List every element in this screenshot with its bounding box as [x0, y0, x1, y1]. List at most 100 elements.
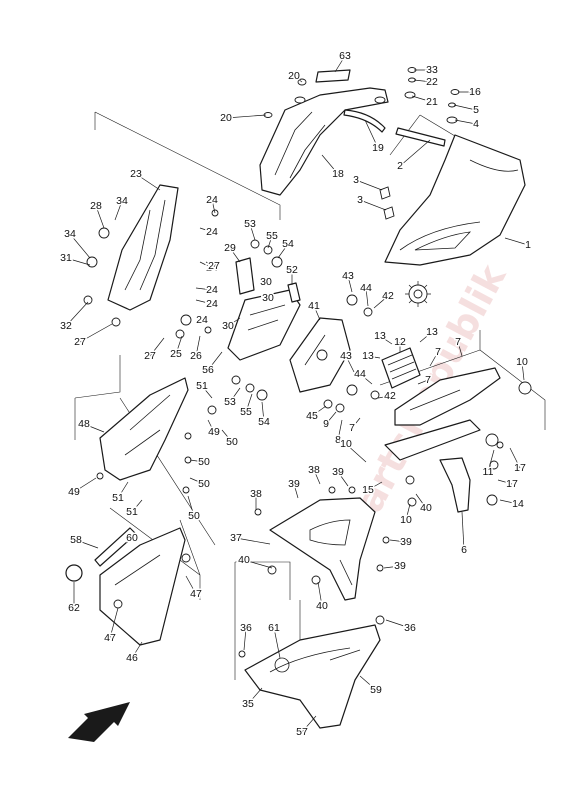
callout-label-59[interactable]: 59 [369, 682, 384, 697]
callout-label-57[interactable]: 57 [295, 724, 310, 739]
trim-strip-part-19[interactable] [343, 109, 386, 133]
callout-label-12[interactable]: 12 [393, 334, 408, 349]
callout-label-50c[interactable]: 50 [197, 476, 212, 491]
callout-label-17b[interactable]: 17 [505, 476, 520, 491]
callout-label-40c[interactable]: 40 [315, 598, 330, 613]
callout-label-25[interactable]: 25 [169, 346, 184, 361]
inner-panel-part-23[interactable] [107, 184, 179, 311]
callout-label-15[interactable]: 15 [361, 482, 376, 497]
callout-label-17a[interactable]: 17 [513, 460, 528, 475]
callout-label-14[interactable]: 14 [511, 496, 526, 511]
callout-label-6[interactable]: 6 [460, 542, 469, 557]
callout-label-24c[interactable]: 24 [205, 260, 220, 275]
callout-label-13a[interactable]: 13 [425, 324, 440, 339]
callout-label-27b[interactable]: 27 [73, 334, 88, 349]
callout-label-48[interactable]: 48 [77, 416, 92, 431]
callout-label-36b[interactable]: 36 [403, 620, 418, 635]
spring-part-29[interactable] [235, 257, 255, 295]
callout-label-44a[interactable]: 44 [359, 280, 374, 295]
callout-label-54a[interactable]: 54 [281, 236, 296, 251]
emblem-part-62[interactable] [65, 564, 83, 582]
callout-label-16[interactable]: 16 [468, 84, 483, 99]
label-decal-part-63[interactable] [315, 69, 351, 83]
callout-label-8[interactable]: 8 [334, 432, 343, 447]
callout-label-10a[interactable]: 10 [515, 354, 530, 369]
grommet-part-3b[interactable] [383, 206, 395, 220]
callout-label-20b[interactable]: 20 [219, 110, 234, 125]
upper-cowl-part-18[interactable] [259, 87, 389, 196]
callout-label-23[interactable]: 23 [129, 166, 144, 181]
grommet-part-3a[interactable] [379, 186, 391, 200]
callout-label-7a[interactable]: 7 [454, 334, 463, 349]
callout-label-7d[interactable]: 7 [348, 420, 357, 435]
callout-label-50a[interactable]: 50 [225, 434, 240, 449]
callout-label-27c[interactable]: 27 [143, 348, 158, 363]
callout-label-43b[interactable]: 43 [339, 348, 354, 363]
callout-label-40a[interactable]: 40 [419, 500, 434, 515]
callout-label-50d[interactable]: 50 [187, 508, 202, 523]
callout-label-2[interactable]: 2 [396, 158, 405, 173]
callout-label-39c[interactable]: 39 [399, 534, 414, 549]
callout-label-24d[interactable]: 24 [205, 282, 220, 297]
callout-label-4[interactable]: 4 [472, 116, 481, 131]
callout-label-24b[interactable]: 24 [205, 224, 220, 239]
callout-label-37[interactable]: 37 [229, 530, 244, 545]
callout-label-39b[interactable]: 39 [287, 476, 302, 491]
callout-label-56[interactable]: 56 [201, 362, 216, 377]
callout-label-31[interactable]: 31 [59, 250, 74, 265]
meter-bracket-part-41[interactable] [289, 317, 351, 393]
callout-label-29[interactable]: 29 [223, 240, 238, 255]
callout-label-47b[interactable]: 47 [103, 630, 118, 645]
callout-label-51b[interactable]: 51 [111, 490, 126, 505]
callout-label-28[interactable]: 28 [89, 198, 104, 213]
callout-label-30a[interactable]: 30 [259, 274, 274, 289]
side-cowl-part-37[interactable] [269, 497, 376, 601]
decal-part-58[interactable] [94, 527, 137, 567]
callout-label-50b[interactable]: 50 [197, 454, 212, 469]
callout-label-54b[interactable]: 54 [257, 414, 272, 429]
callout-label-45[interactable]: 45 [305, 408, 320, 423]
callout-label-41[interactable]: 41 [307, 298, 322, 313]
callout-label-51a[interactable]: 51 [195, 378, 210, 393]
callout-label-44b[interactable]: 44 [353, 366, 368, 381]
callout-label-24a[interactable]: 24 [205, 192, 220, 207]
callout-label-26[interactable]: 26 [189, 348, 204, 363]
callout-label-21[interactable]: 21 [425, 94, 440, 109]
callout-label-58[interactable]: 58 [69, 532, 84, 547]
callout-label-42b[interactable]: 42 [383, 388, 398, 403]
callout-label-52[interactable]: 52 [285, 262, 300, 277]
stay-part-52[interactable] [287, 282, 301, 303]
callout-label-40b[interactable]: 40 [237, 552, 252, 567]
callout-label-30b[interactable]: 30 [261, 290, 276, 305]
callout-label-39a[interactable]: 39 [331, 464, 346, 479]
callout-label-61[interactable]: 61 [267, 620, 282, 635]
front-fairing-part-1[interactable] [384, 134, 526, 266]
callout-label-11[interactable]: 11 [481, 464, 495, 479]
callout-label-51c[interactable]: 51 [125, 504, 140, 519]
callout-label-55b[interactable]: 55 [239, 404, 254, 419]
callout-label-36a[interactable]: 36 [239, 620, 254, 635]
callout-label-39d[interactable]: 39 [393, 558, 408, 573]
callout-label-55a[interactable]: 55 [265, 228, 280, 243]
inner-cover-part-48[interactable] [99, 377, 189, 481]
callout-label-43a[interactable]: 43 [341, 268, 356, 283]
callout-label-34b[interactable]: 34 [63, 226, 78, 241]
callout-label-46[interactable]: 46 [125, 650, 140, 665]
callout-label-10c[interactable]: 10 [399, 512, 414, 527]
lower-cowl-part-46[interactable] [99, 527, 186, 646]
callout-label-53b[interactable]: 53 [223, 394, 238, 409]
callout-label-62[interactable]: 62 [67, 600, 82, 615]
callout-label-1[interactable]: 1 [524, 237, 533, 252]
callout-label-34a[interactable]: 34 [115, 193, 130, 208]
callout-label-63[interactable]: 63 [338, 48, 353, 63]
callout-label-20a[interactable]: 20 [287, 68, 302, 83]
under-plate-part[interactable] [384, 419, 481, 461]
callout-label-3b[interactable]: 3 [356, 192, 365, 207]
callout-label-7c[interactable]: 7 [424, 372, 433, 387]
callout-label-22[interactable]: 22 [425, 74, 440, 89]
side-cover-part-7[interactable] [394, 367, 501, 426]
callout-label-38a[interactable]: 38 [307, 462, 322, 477]
callout-label-42a[interactable]: 42 [381, 288, 396, 303]
under-cowl-part-35[interactable] [244, 624, 381, 729]
callout-label-32[interactable]: 32 [59, 318, 74, 333]
